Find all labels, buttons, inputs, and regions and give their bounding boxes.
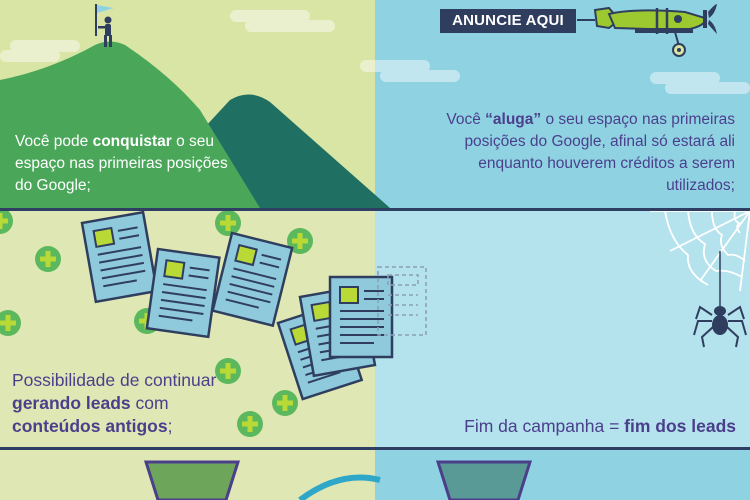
plus-circle-icon [0, 211, 13, 234]
funnels-illustration [143, 460, 533, 500]
campaign-end-text-part: Fim da campanha = [464, 416, 625, 436]
organic-text-bold: conquistar [92, 133, 172, 150]
document-icon [145, 247, 221, 339]
document-icon [80, 211, 159, 304]
plus-circle-icon [272, 390, 298, 416]
organic-text-part: o seu espaço nas primeiras posições do G… [15, 133, 228, 194]
panel-separator [0, 447, 750, 450]
organic-text-part: Você pode [15, 133, 93, 150]
funnel-icon [435, 460, 533, 500]
mountain-front [0, 41, 260, 208]
campaign-end-text-bold: fim dos leads [624, 416, 736, 436]
dashed-document-icon [377, 266, 427, 336]
panel-separator [0, 208, 750, 211]
paid-text-bold: “aluga” [485, 111, 542, 128]
plus-circle-icon [215, 211, 241, 236]
climber-icon [98, 16, 112, 47]
leads-text-part: Possibilidade de continuar [12, 370, 217, 390]
leads-text-part: ; [167, 416, 173, 436]
leads-text: Possibilidade de continuar gerando leads… [12, 369, 252, 438]
spider-web-icon [650, 211, 750, 292]
document-icon [328, 275, 394, 359]
leads-text-bold: gerando leads [12, 393, 131, 413]
document-icon [211, 231, 294, 327]
paid-text: Você “aluga” o seu espaço nas primeiras … [408, 109, 735, 197]
organic-text: Você pode conquistar o seu espaço nas pr… [15, 131, 230, 197]
flag-icon [95, 4, 114, 36]
leads-text-part: com [130, 393, 169, 413]
panel-organic-vs-paid: ANUNCIE AQUI Você pode conquistar o seu … [0, 0, 750, 208]
documents-illustration [0, 211, 750, 437]
plus-circle-icon [35, 246, 61, 272]
spider-icon [693, 251, 747, 348]
campaign-end-text: Fim da campanha = fim dos leads [400, 415, 736, 438]
airplane-icon [577, 4, 717, 57]
paid-text-part: o seu espaço nas primeiras posições do G… [464, 111, 735, 194]
leads-text-bold: conteúdos antigos [12, 416, 168, 436]
arc-icon [298, 474, 381, 500]
funnel-icon [143, 460, 241, 500]
right-panel-bg [375, 211, 750, 447]
right-sky [375, 0, 750, 208]
advertise-banner: ANUNCIE AQUI [440, 9, 576, 33]
mountain-scene [0, 4, 750, 208]
panel-funnels [0, 450, 750, 500]
paid-text-part: Você [446, 111, 486, 128]
plus-circle-icon [0, 310, 21, 336]
panel-leads: Possibilidade de continuar gerando leads… [0, 211, 750, 447]
right-panel-bg [375, 450, 750, 500]
